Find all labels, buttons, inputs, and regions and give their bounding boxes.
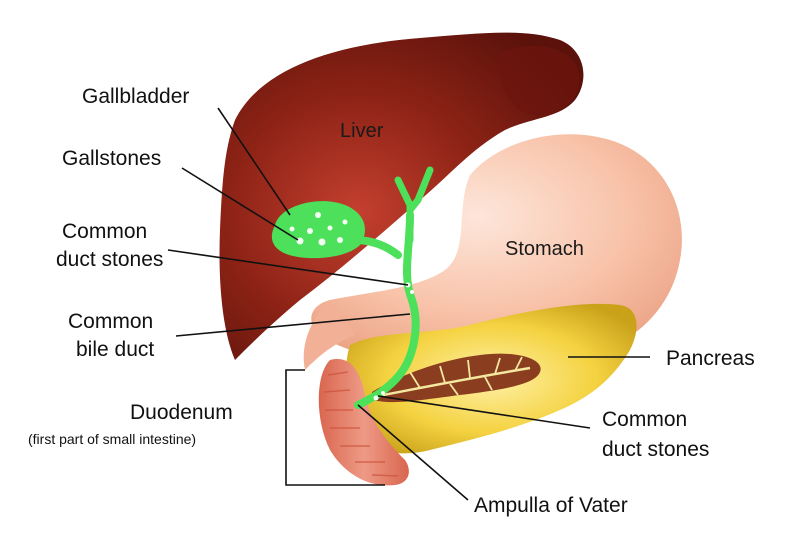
stomach-label: Stomach	[505, 238, 584, 260]
common-duct-stones-right-label-2: duct stones	[602, 438, 709, 461]
duodenum-label: Duodenum	[130, 401, 233, 424]
biliary-tree	[271, 166, 434, 409]
duodenum	[318, 359, 409, 486]
gallbladder-label: Gallbladder	[82, 85, 189, 108]
liver-label: Liver	[340, 120, 384, 142]
common-duct-stones-right-label-1: Common	[602, 408, 687, 431]
pancreas-label: Pancreas	[666, 347, 755, 370]
common-bile-duct-shape	[354, 211, 420, 409]
gallbladder-shape	[271, 201, 365, 259]
common-bile-duct-label-1: Common	[68, 310, 153, 333]
pancreas	[345, 303, 637, 454]
common-duct-stones-left-label-1: Common	[62, 220, 147, 243]
leader-lines	[167, 107, 650, 501]
gallstones-label: Gallstones	[62, 147, 161, 170]
liver: Liver	[219, 32, 584, 361]
duodenum-note-label: (first part of small intestine)	[28, 431, 196, 447]
labels: Gallbladder Gallstones Common duct stone…	[28, 85, 755, 517]
common-duct-stones-left-label-2: duct stones	[56, 248, 163, 271]
common-bile-duct-label-2: bile duct	[76, 338, 154, 361]
ampulla-label: Ampulla of Vater	[474, 494, 628, 517]
